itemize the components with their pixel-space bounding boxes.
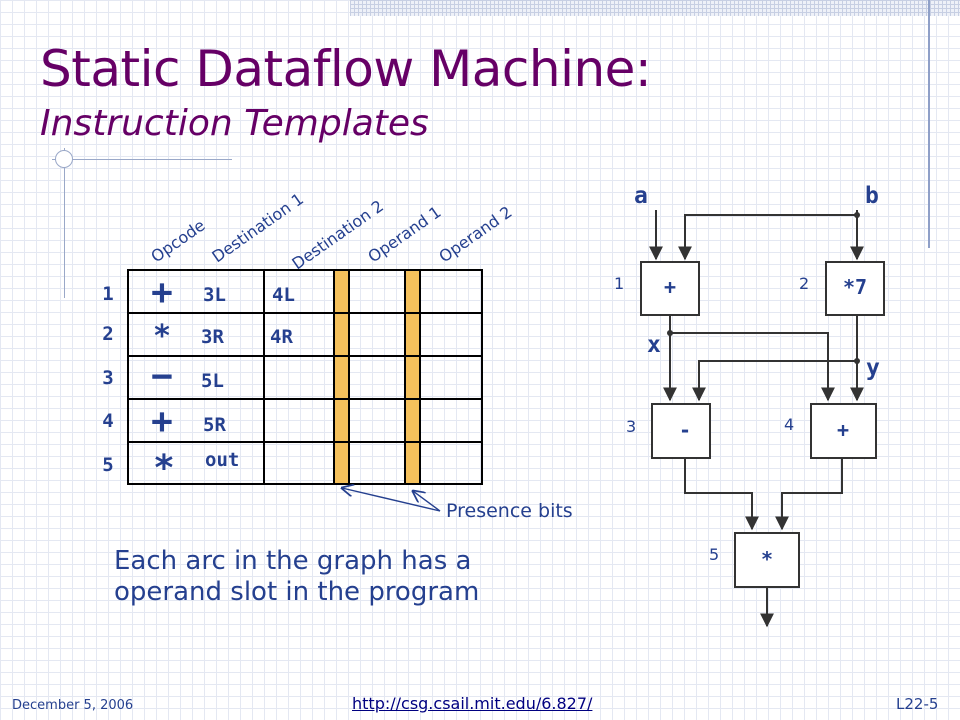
- title-underline-decoration: [52, 159, 232, 160]
- presence-bit-column-1: [334, 270, 349, 484]
- opcode-cell: +: [151, 272, 173, 313]
- table-column-headers: Opcode Destination 1 Destination 2 Opera…: [147, 189, 515, 273]
- destination-2-cell: 4L: [272, 284, 295, 306]
- graph-node-number: 4: [784, 415, 794, 434]
- title-circle-decoration: [55, 150, 73, 168]
- graph-node-3: -: [651, 403, 711, 459]
- header-opcode: Opcode: [147, 216, 208, 267]
- graph-node-5: *: [734, 532, 800, 588]
- title-sub: Instruction Templates: [40, 103, 429, 144]
- input-a-label: a: [634, 183, 648, 209]
- caption-line-2: operand slot in the program: [114, 577, 480, 607]
- row-number: 3: [102, 367, 113, 389]
- destination-1-cell: 3L: [203, 284, 226, 306]
- graph-node-1: +: [640, 261, 700, 316]
- destination-1-cells: 3L 3R 5L 5R out: [201, 284, 239, 471]
- row-number: 4: [102, 410, 113, 432]
- row-number: 5: [102, 454, 113, 476]
- graph-node-op: *: [761, 547, 773, 571]
- graph-node-number: 2: [799, 274, 809, 293]
- input-b-label: b: [865, 183, 879, 209]
- graph-node-op: -: [679, 418, 691, 442]
- graph-node-number: 3: [626, 417, 636, 436]
- destination-1-cell: 5R: [203, 414, 226, 436]
- destination-2-cell: 4R: [270, 326, 293, 348]
- graph-node-number: 5: [709, 545, 719, 564]
- destination-1-cell: out: [205, 449, 239, 471]
- graph-node-2: *7: [825, 261, 885, 316]
- dataflow-wires: [649, 210, 864, 628]
- row-number: 2: [102, 323, 113, 345]
- graph-node-number: 1: [614, 274, 624, 293]
- title-vertical-decoration: [64, 148, 65, 298]
- destination-1-cell: 3R: [201, 326, 224, 348]
- graph-node-op: +: [664, 275, 676, 299]
- instruction-table-grid: [127, 269, 483, 485]
- footer-date: December 5, 2006: [12, 698, 134, 713]
- title-main: Static Dataflow Machine:: [40, 40, 652, 98]
- graph-node-numbers: 1 2 3 4 5: [614, 274, 809, 564]
- graph-node-op: *7: [843, 275, 867, 299]
- opcode-cell: *: [153, 319, 171, 354]
- caption-line-1: Each arc in the graph has a: [114, 546, 472, 576]
- presence-arrow-1: [342, 488, 441, 512]
- opcodes: + * − + *: [151, 272, 175, 489]
- slide-title: Static Dataflow Machine: Instruction Tem…: [40, 38, 652, 148]
- row-number: 1: [102, 283, 113, 305]
- corner-grid-decoration: [350, 0, 960, 16]
- graph-node-op: +: [837, 418, 849, 442]
- destination-2-cells: 4L 4R: [270, 284, 295, 348]
- slide-caption: Each arc in the graph has a operand slot…: [114, 546, 594, 608]
- footer-url-link[interactable]: http://csg.csail.mit.edu/6.827/: [352, 694, 593, 713]
- arc-y-label: y: [866, 355, 880, 381]
- wire-junction-x: [667, 330, 673, 336]
- graph-labels: a b x y: [634, 183, 880, 381]
- presence-bit-column-2: [405, 270, 420, 484]
- arc-x-label: x: [647, 332, 661, 358]
- graph-node-4: +: [810, 403, 877, 459]
- opcode-cell: *: [153, 448, 175, 489]
- opcode-cell: +: [151, 401, 173, 442]
- opcode-cell: −: [151, 356, 173, 397]
- wire-junction-b: [854, 212, 860, 218]
- right-rule-decoration: [928, 0, 930, 248]
- destination-1-cell: 5L: [201, 370, 224, 392]
- wire-junction-y: [854, 358, 860, 364]
- header-operand-2: Operand 2: [435, 202, 515, 266]
- presence-bits-label: Presence bits: [446, 500, 573, 522]
- row-numbers: 1 2 3 4 5: [102, 283, 113, 476]
- presence-arrow-2: [413, 491, 441, 512]
- footer-page-number: L22-5: [896, 695, 939, 713]
